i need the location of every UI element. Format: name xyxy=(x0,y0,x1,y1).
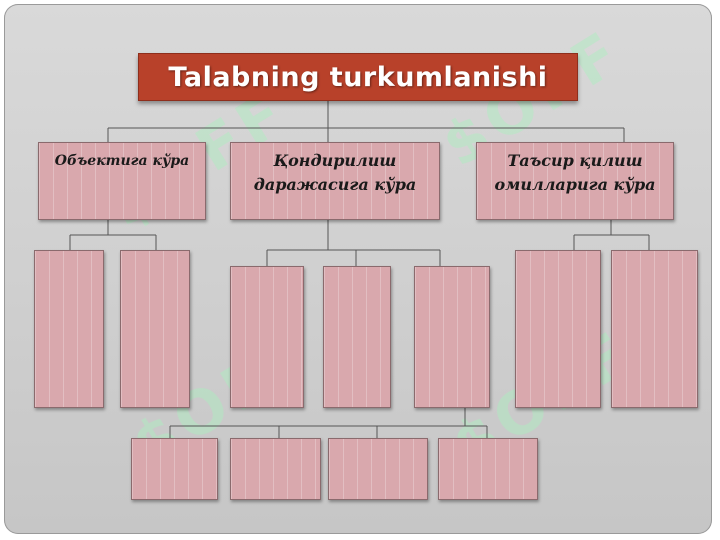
empty-box xyxy=(34,250,104,408)
empty-box xyxy=(120,250,190,408)
diagram-title: Talabning turkumlanishi xyxy=(168,61,548,93)
empty-box xyxy=(515,250,601,408)
category-label: Таъсир қилиш омилларига кўра xyxy=(494,151,656,194)
category-label: Қондирилиш даражасига кўра xyxy=(253,151,417,194)
empty-box xyxy=(323,266,391,408)
empty-box xyxy=(131,438,218,500)
category-box-object: Объектига кўра xyxy=(38,142,206,220)
category-box-influence-factors: Таъсир қилиш омилларига кўра xyxy=(476,142,674,220)
empty-box xyxy=(328,438,428,500)
category-label: Объектига кўра xyxy=(54,153,190,169)
empty-box xyxy=(611,250,698,408)
category-box-satisfaction-level: Қондирилиш даражасига кўра xyxy=(230,142,440,220)
diagram-title-box: Talabning turkumlanishi xyxy=(138,53,578,101)
empty-box xyxy=(230,266,304,408)
empty-box xyxy=(438,438,538,500)
empty-box xyxy=(230,438,321,500)
empty-box xyxy=(414,266,490,408)
